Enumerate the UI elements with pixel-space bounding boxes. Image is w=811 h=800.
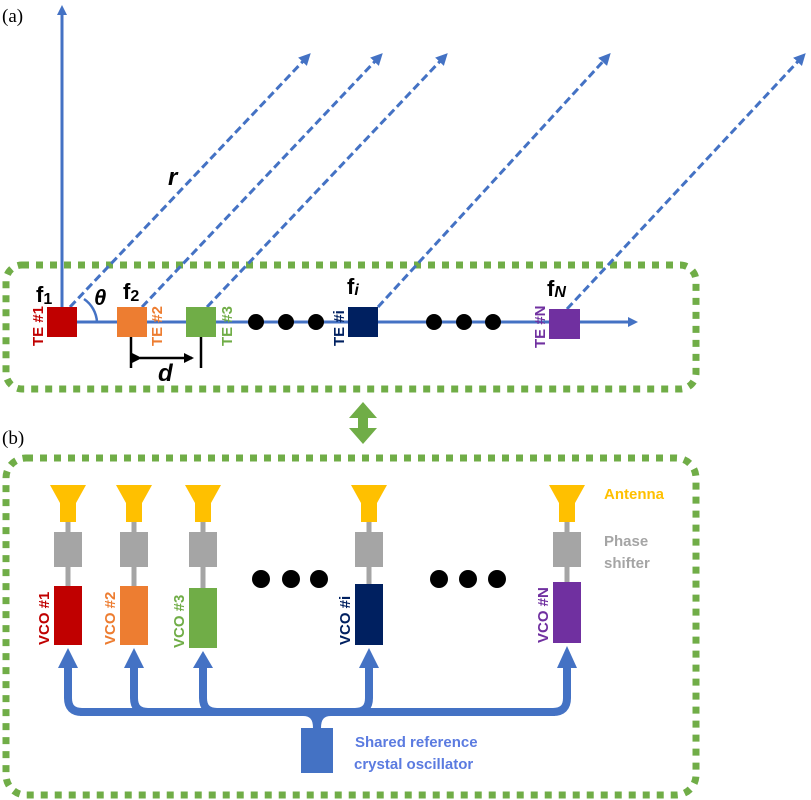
panel-a-frame: [2, 261, 700, 393]
feed-branch: [199, 666, 218, 716]
feed-branch: [130, 666, 149, 716]
panel-a-label: (a): [2, 6, 23, 27]
ellipsis-dot: [456, 314, 472, 330]
feed-branch: [552, 666, 571, 716]
vco-label: VCO #1: [36, 592, 53, 645]
freq-label-ten: fN: [547, 276, 566, 301]
ellipsis-dot: [282, 570, 300, 588]
beam-ten: [565, 53, 806, 311]
freq-label-te1: f1: [36, 282, 52, 308]
beam-te3: [205, 53, 448, 309]
phase-shifter-box: [189, 532, 217, 567]
te3-box: [186, 307, 216, 337]
phase-shifter-legend-line2: shifter: [604, 555, 650, 572]
oscillator-label-line1: Shared reference: [355, 734, 478, 751]
ellipsis-dot: [430, 570, 448, 588]
crystal-oscillator-box: [301, 728, 333, 773]
phase-shifter-box: [54, 532, 82, 567]
te2-box: [117, 307, 147, 337]
link-double-arrow-icon: [349, 402, 377, 444]
angle-label: θ: [94, 285, 106, 310]
range-label: r: [168, 164, 179, 191]
ellipsis-dot: [252, 570, 270, 588]
feed-arrowhead-icon: [124, 648, 144, 668]
angle-arc: [83, 297, 99, 323]
ten-label: TE #N: [532, 305, 549, 348]
feed-arrowhead-icon: [193, 651, 213, 668]
ellipsis-dot: [426, 314, 442, 330]
beam-te1: [68, 53, 311, 309]
phase-shifter-box: [355, 532, 383, 567]
vco-box: [553, 582, 581, 643]
reference-feed-network: [58, 646, 577, 730]
ellipsis-dot: [308, 314, 324, 330]
vco-label: VCO #3: [171, 595, 188, 648]
vco-label: VCO #N: [535, 587, 552, 643]
vco-box: [189, 588, 217, 648]
beam-tei: [376, 53, 611, 309]
oscillator-label-line2: crystal oscillator: [354, 756, 473, 773]
feed-arrowhead-icon: [557, 646, 577, 668]
antenna-icon: [549, 485, 585, 522]
te1-box: [47, 307, 77, 337]
phase-shifter-box: [553, 532, 581, 567]
ellipsis-dot: [459, 570, 477, 588]
panel-b-frame: [2, 454, 700, 799]
tei-label: TE #i: [331, 310, 348, 346]
phase-shifter-box: [120, 532, 148, 567]
ellipsis-dot: [278, 314, 294, 330]
spacing-label: d: [158, 360, 174, 387]
vco-box: [120, 586, 148, 645]
freq-label-tei: fi: [347, 274, 359, 299]
te1-label: TE #1: [30, 306, 47, 346]
feed-branch: [354, 666, 373, 716]
te3-label: TE #3: [219, 306, 236, 346]
antenna-icon: [351, 485, 387, 522]
te2-label: TE #2: [149, 306, 166, 346]
ellipsis-dot: [488, 570, 506, 588]
vco-box: [355, 584, 383, 645]
antenna-icon: [185, 485, 221, 522]
ellipsis-dot: [248, 314, 264, 330]
antenna-icon: [116, 485, 152, 522]
tei-box: [348, 307, 378, 337]
feed-branch: [64, 666, 83, 716]
antenna-legend: Antenna: [604, 486, 665, 503]
panel-b-label: (b): [2, 428, 24, 449]
vco-label: VCO #i: [337, 596, 354, 645]
feed-arrowhead-icon: [58, 648, 78, 668]
ellipsis-dot: [310, 570, 328, 588]
vco-box: [54, 586, 82, 645]
antenna-icon: [50, 485, 86, 522]
beam-te2: [140, 53, 383, 309]
vco-label: VCO #2: [102, 592, 119, 645]
freq-label-te2: f2: [123, 279, 139, 305]
feed-arrowhead-icon: [359, 648, 379, 668]
phase-shifter-legend-line1: Phase: [604, 533, 648, 550]
ellipsis-dot: [485, 314, 501, 330]
ten-box: [549, 309, 580, 339]
